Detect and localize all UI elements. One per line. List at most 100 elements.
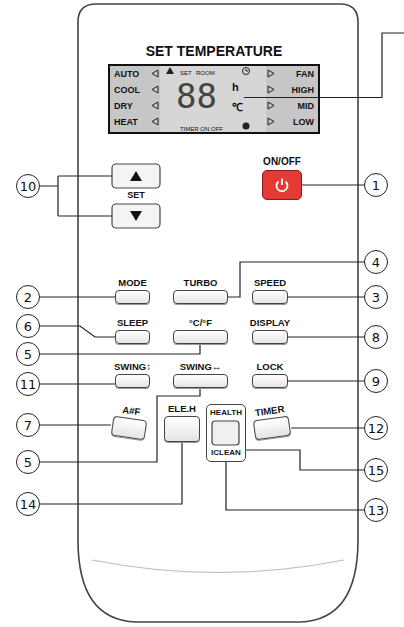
leader-line	[40, 424, 111, 425]
button-label: DISPLAY	[250, 318, 290, 328]
leader-line	[228, 262, 364, 297]
remote-bottom-line	[92, 560, 344, 573]
callout-number: 9	[372, 375, 380, 388]
lcd-indicator: DRY	[114, 102, 133, 111]
button-label: SPEED	[254, 278, 286, 288]
callout-number: 1	[372, 179, 380, 192]
panel-heading: SET TEMPERATURE	[146, 44, 283, 58]
button-label: ON/OFF	[263, 157, 301, 167]
callout-number: 8	[372, 331, 380, 344]
lcd-indicator: TIMER ON OFF	[180, 126, 223, 132]
lcd-up-icon	[166, 67, 174, 74]
remote-button: LOCK	[252, 374, 288, 388]
lcd-indicator: HIGH	[292, 86, 315, 95]
callout-circle: 14	[16, 492, 40, 516]
lcd-fan-icon	[243, 123, 250, 130]
remote-button: TIMER	[253, 416, 291, 441]
leader-line	[40, 383, 115, 384]
leader-line	[40, 442, 182, 504]
callout-circle: 4	[364, 250, 388, 274]
lcd-band-right	[266, 64, 320, 134]
power-button: ON/OFF	[262, 170, 302, 200]
callout-number: 11	[20, 378, 37, 391]
remote-button: SLEEP	[115, 330, 150, 344]
callout-circle: 5	[16, 342, 40, 366]
callout-number: 2	[24, 291, 32, 304]
callout-number: 13	[368, 504, 385, 517]
callout-number: 5	[24, 348, 32, 361]
leader-line	[288, 336, 364, 337]
callout-number: 15	[368, 464, 385, 477]
callout-circle: 10	[16, 174, 40, 198]
lcd-band-left	[108, 64, 160, 134]
lcd-indicator: h	[232, 82, 239, 93]
callout-number: 7	[24, 419, 32, 432]
lcd-indicator: SET	[180, 70, 192, 76]
button-label: MODE	[118, 278, 147, 288]
lcd-indicator: MID	[298, 102, 315, 111]
callout-circle: 9	[364, 369, 388, 393]
remote-button: MODE	[115, 290, 150, 304]
lcd-indicator: ROOM	[196, 70, 215, 76]
lcd-indicator: ℃	[232, 102, 243, 113]
callout-circle: 7	[16, 413, 40, 437]
power-symbol	[274, 177, 290, 193]
callout-circle: 6	[16, 314, 40, 338]
button-label: A#F	[122, 404, 141, 416]
leader-line	[40, 296, 115, 297]
lcd-indicator: FAN	[296, 70, 314, 79]
lcd-clock-icon	[243, 68, 250, 75]
button-label: ICLEAN	[211, 449, 241, 457]
remote-button: SWING↔	[173, 374, 228, 388]
leader-line	[291, 427, 364, 428]
lcd-display: SET TEMPERATUREAUTOCOOLDRYHEATSETROOM88h…	[108, 64, 320, 134]
lcd-fill	[108, 64, 320, 134]
button-label: ELE.H	[168, 404, 196, 414]
leader-line	[288, 296, 364, 297]
remote-button: SWING↕	[115, 374, 150, 388]
callout-circle: 1	[364, 173, 388, 197]
remote-body	[78, 4, 358, 622]
lcd-indicator: COOL	[114, 86, 140, 95]
leader-line	[40, 326, 115, 337]
lcd-indicator: HEAT	[114, 118, 138, 127]
callout-circle: 2	[16, 285, 40, 309]
button-label: LOCK	[257, 362, 284, 372]
callout-number: 10	[20, 180, 37, 193]
callout-number: 14	[20, 498, 37, 511]
lcd-indicator: LOW	[293, 118, 314, 127]
button-label: TURBO	[184, 278, 218, 288]
set-buttons	[112, 164, 160, 228]
remote-button: ELE.H	[164, 416, 200, 442]
inner-button-shape	[212, 421, 239, 445]
callout-number: 3	[372, 291, 380, 304]
remote-button: A#F	[111, 416, 147, 441]
power-bar	[281, 179, 283, 186]
leader-line	[302, 184, 364, 185]
lcd-indicator: 88	[176, 79, 217, 113]
leader-line	[40, 388, 200, 462]
lcd-indicator: AUTO	[114, 70, 139, 79]
button-label: TIMER	[254, 404, 285, 418]
callout-circle: 15	[364, 458, 388, 482]
button-label: °C/°F	[189, 318, 212, 328]
remote-button: DISPLAY	[252, 330, 288, 344]
leader-line	[226, 462, 364, 510]
set-bracket-leader	[40, 176, 112, 216]
callout-circle: 3	[364, 285, 388, 309]
callout-number: 4	[372, 256, 380, 269]
callout-circle: 5	[16, 450, 40, 474]
button-label: HEALTH	[210, 409, 242, 417]
leader-line	[246, 450, 364, 470]
callout-circle: 12	[364, 416, 388, 440]
button-label: SWING↔	[180, 362, 222, 372]
callout-number: 6	[24, 320, 32, 333]
callout-number: 5	[24, 456, 32, 469]
button-label: SLEEP	[117, 318, 148, 328]
callout-circle: 8	[364, 325, 388, 349]
leader-line	[40, 344, 200, 354]
callout-number: 12	[368, 422, 385, 435]
callout-circle: 13	[364, 498, 388, 522]
leader-line	[288, 380, 364, 381]
